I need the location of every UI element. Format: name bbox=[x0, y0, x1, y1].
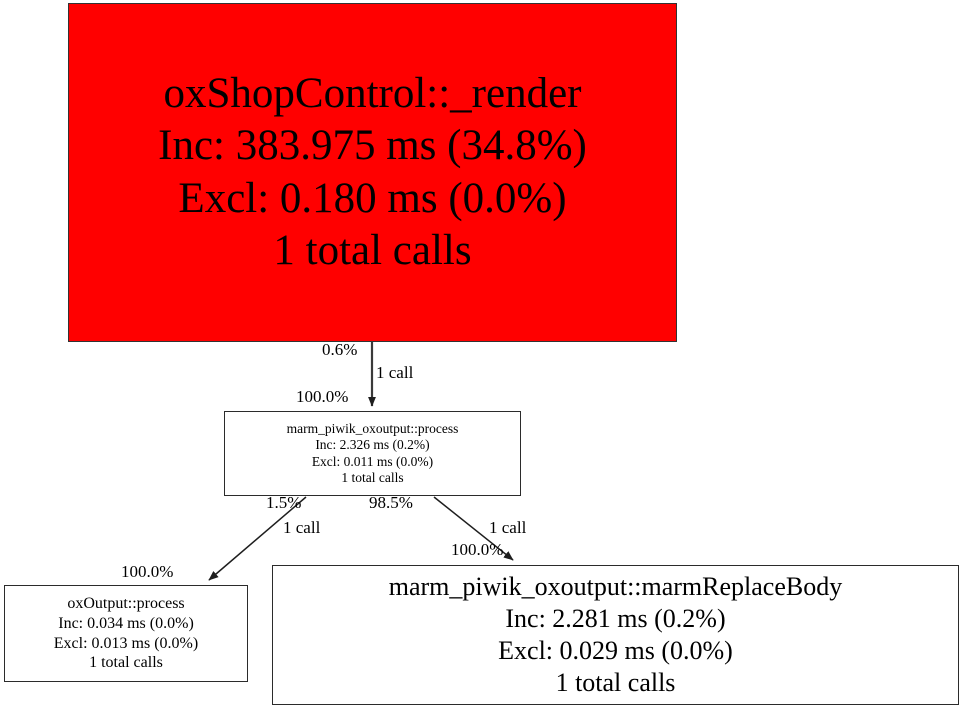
edge-label-target-percent-process-to-replacebody: 100.0% bbox=[451, 540, 504, 559]
node-function-name: marm_piwik_oxoutput::marmReplaceBody bbox=[388, 571, 843, 601]
edge-label-target-percent-render-to-process: 100.0% bbox=[296, 387, 349, 406]
node-marm-piwik-oxoutput-marmreplacebody[interactable]: marm_piwik_oxoutput::marmReplaceBody Inc… bbox=[272, 565, 959, 705]
node-exclusive-time: Excl: 0.011 ms (0.0%) bbox=[311, 453, 434, 469]
node-inclusive-time: Inc: 383.975 ms (34.8%) bbox=[158, 122, 587, 170]
node-exclusive-time: Excl: 0.013 ms (0.0%) bbox=[53, 634, 199, 652]
edge-label-source-percent-render-to-process: 0.6% bbox=[322, 340, 358, 359]
node-function-name: oxShopControl::_render bbox=[163, 69, 582, 117]
node-oxshopcontrol-render[interactable]: oxShopControl::_render Inc: 383.975 ms (… bbox=[68, 3, 677, 342]
node-inclusive-time: Inc: 0.034 ms (0.0%) bbox=[58, 614, 194, 632]
node-marm-piwik-oxoutput-process[interactable]: marm_piwik_oxoutput::process Inc: 2.326 … bbox=[224, 411, 521, 496]
node-total-calls: 1 total calls bbox=[89, 654, 163, 672]
node-exclusive-time: Excl: 0.180 ms (0.0%) bbox=[178, 174, 567, 222]
node-oxoutput-process[interactable]: oxOutput::process Inc: 0.034 ms (0.0%) E… bbox=[4, 585, 248, 682]
edge-label-calls-render-to-process: 1 call bbox=[376, 363, 414, 382]
node-total-calls: 1 total calls bbox=[555, 668, 676, 698]
node-inclusive-time: Inc: 2.281 ms (0.2%) bbox=[505, 603, 726, 633]
node-function-name: marm_piwik_oxoutput::process bbox=[286, 421, 459, 437]
node-total-calls: 1 total calls bbox=[273, 226, 472, 274]
edge-label-calls-process-to-replacebody: 1 call bbox=[489, 518, 527, 537]
edge-label-source-percent-process-to-replacebody: 98.5% bbox=[369, 493, 413, 512]
edge-label-calls-process-to-oxoutput: 1 call bbox=[283, 518, 321, 537]
edge-label-target-percent-process-to-oxoutput: 100.0% bbox=[121, 562, 174, 581]
node-exclusive-time: Excl: 0.029 ms (0.0%) bbox=[498, 636, 733, 665]
node-total-calls: 1 total calls bbox=[341, 469, 404, 485]
node-function-name: oxOutput::process bbox=[67, 595, 185, 613]
node-inclusive-time: Inc: 2.326 ms (0.2%) bbox=[315, 437, 430, 453]
edge-label-source-percent-process-to-oxoutput: 1.5% bbox=[266, 493, 302, 512]
